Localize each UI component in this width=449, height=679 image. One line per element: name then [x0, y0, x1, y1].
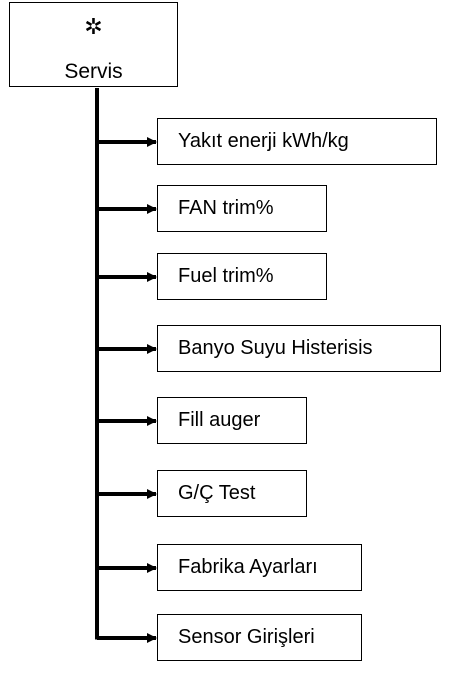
- menu-item-sensor-girisleri[interactable]: Sensor Girişleri: [157, 614, 362, 661]
- branch-arrows: [97, 137, 157, 643]
- servis-root-node: ✲ Servis: [9, 2, 178, 87]
- root-label: Servis: [64, 60, 123, 83]
- menu-item-fan-trim[interactable]: FAN trim%: [157, 185, 327, 232]
- menu-item-fuel-trim[interactable]: Fuel trim%: [157, 253, 327, 300]
- menu-item-fill-auger[interactable]: Fill auger: [157, 397, 307, 444]
- menu-item-yakit-enerji[interactable]: Yakıt enerji kWh/kg: [157, 118, 437, 165]
- menu-item-gc-test[interactable]: G/Ç Test: [157, 470, 307, 517]
- menu-item-fabrika-ayarlari[interactable]: Fabrika Ayarları: [157, 544, 362, 591]
- menu-item-banyo-suyu-histerisis[interactable]: Banyo Suyu Histerisis: [157, 325, 441, 372]
- gear-icon: ✲: [84, 15, 103, 40]
